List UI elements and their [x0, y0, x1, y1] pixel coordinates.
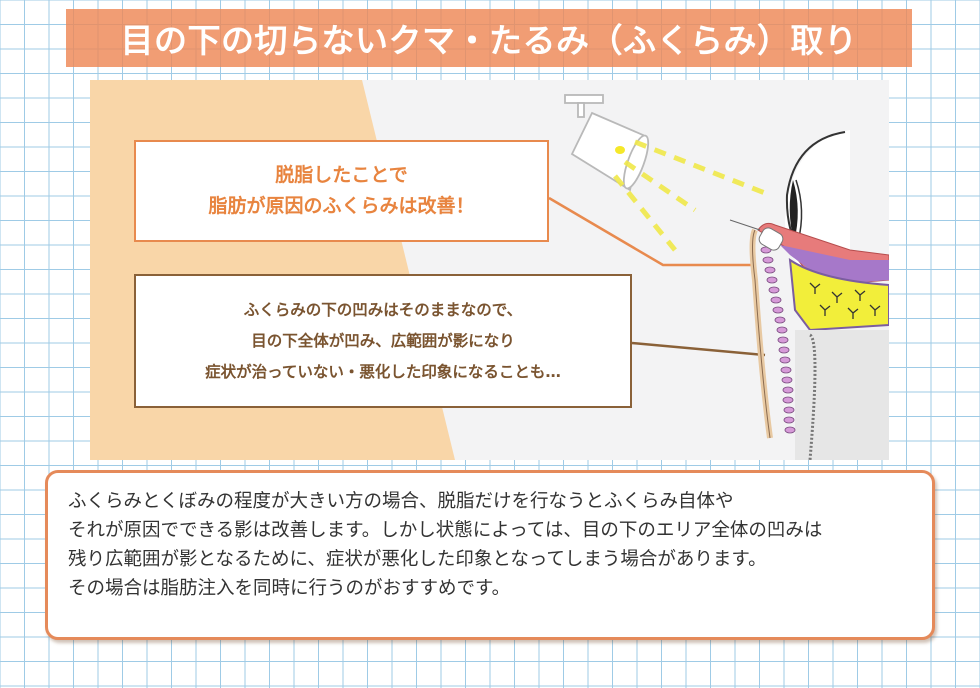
description-line: 残り広範囲が影となるために、症状が悪化した印象となってしまう場合があります。: [68, 549, 767, 570]
callout-2-line: 目の下全体が凹み、広範囲が影になり: [251, 331, 515, 350]
page-title: 目の下の切らないクマ・たるみ（ふくらみ）取り: [120, 21, 858, 60]
callout-2-line: ふくらみの下の凹みはそのままなので、: [243, 300, 523, 319]
callout-2-line: 症状が治っていない・悪化した印象になることも…: [205, 362, 561, 381]
light-rays: [613, 139, 771, 252]
connector-line-1: [548, 196, 752, 267]
spotlight-lamp-icon: [564, 94, 650, 192]
description-line: ふくらみとくぼみの程度が大きい方の場合、脱脂だけを行なうとふくらみ自体や: [68, 491, 734, 512]
illustration-panel: 脱脂したことで 脂肪が原因のふくらみは改善！ ふくらみの下の凹みはそのままなので…: [90, 80, 889, 460]
lamp-bulb: [615, 146, 625, 154]
title-bar: 目の下の切らないクマ・たるみ（ふくらみ）取り: [66, 9, 912, 67]
description-line: それが原因でできる影は改善します。しかし状態によっては、目の下のエリア全体の凹み…: [68, 520, 823, 541]
description-box: ふくらみとくぼみの程度が大きい方の場合、脱脂だけを行なうとふくらみ自体や それが…: [45, 470, 935, 640]
callout-1-line: 脱脂したことで: [275, 164, 408, 186]
cheek-cross-section-icon: [729, 219, 889, 460]
callout-1-line: 脂肪が原因のふくらみは改善！: [208, 195, 475, 217]
description-line: その場合は脂肪注入を同時に行うのがおすすめです。: [68, 578, 511, 599]
connector-line-2: [631, 341, 766, 357]
callout-fat-improved: 脱脂したことで 脂肪が原因のふくらみは改善！: [134, 140, 549, 242]
callout-hollow-remains: ふくらみの下の凹みはそのままなので、 目の下全体が凹み、広範囲が影になり 症状が…: [134, 274, 632, 408]
